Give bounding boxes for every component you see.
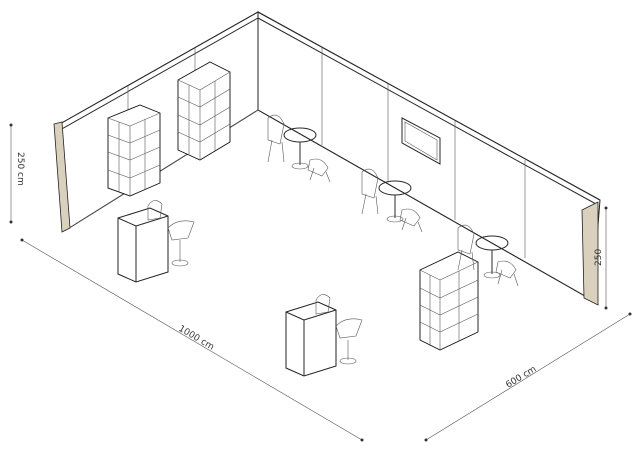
dimension-height-right: 250 xyxy=(594,206,608,310)
wall-screen xyxy=(401,117,441,165)
height-right-label: 250 xyxy=(594,249,604,266)
dimension-height-left: 250 cm xyxy=(9,123,25,224)
cube-shelf-right xyxy=(419,251,479,351)
cube-shelf-left xyxy=(107,104,161,197)
height-left-label: 250 cm xyxy=(15,152,25,186)
table-group-1 xyxy=(267,114,331,183)
left-wall-end xyxy=(53,121,71,233)
depth-label: 600 cm xyxy=(504,364,538,390)
table-group-3 xyxy=(457,224,519,287)
back-wall-right xyxy=(257,11,601,301)
right-wall-end xyxy=(581,201,599,306)
cube-shelf-back xyxy=(177,61,231,161)
table-group-2 xyxy=(361,168,423,233)
reception-desk-left xyxy=(117,200,195,283)
reception-desk-right xyxy=(285,294,363,377)
length-label: 1000 cm xyxy=(176,324,215,353)
